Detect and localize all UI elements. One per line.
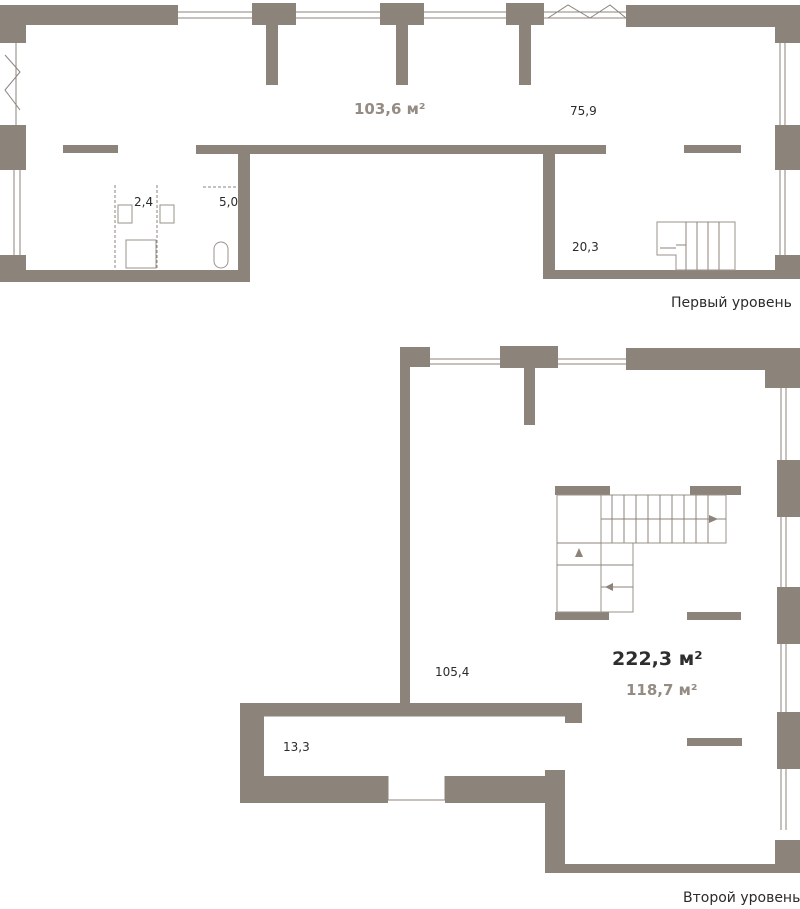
level1-total-area: 103,6 м² bbox=[354, 100, 426, 118]
room-area-hall-l1: 20,3 bbox=[572, 240, 599, 254]
level2-caption: Второй уровень bbox=[683, 890, 800, 906]
apartment-total-area: 222,3 м² bbox=[612, 648, 703, 670]
room-area-living-l2: 105,4 bbox=[435, 665, 470, 679]
room-area-bathroom-2: 5,0 bbox=[219, 195, 239, 209]
room-area-bathroom-1: 2,4 bbox=[134, 195, 154, 209]
level2-stairs bbox=[556, 494, 727, 613]
level1-plan bbox=[0, 3, 800, 282]
room-area-corridor-l2: 13,3 bbox=[283, 740, 310, 754]
level2-plan bbox=[240, 346, 800, 873]
room-area-living-l1: 75,9 bbox=[570, 104, 597, 118]
level1-stairs bbox=[656, 221, 736, 271]
level2-total-area: 118,7 м² bbox=[626, 681, 698, 699]
level1-caption: Первый уровень bbox=[671, 295, 792, 311]
